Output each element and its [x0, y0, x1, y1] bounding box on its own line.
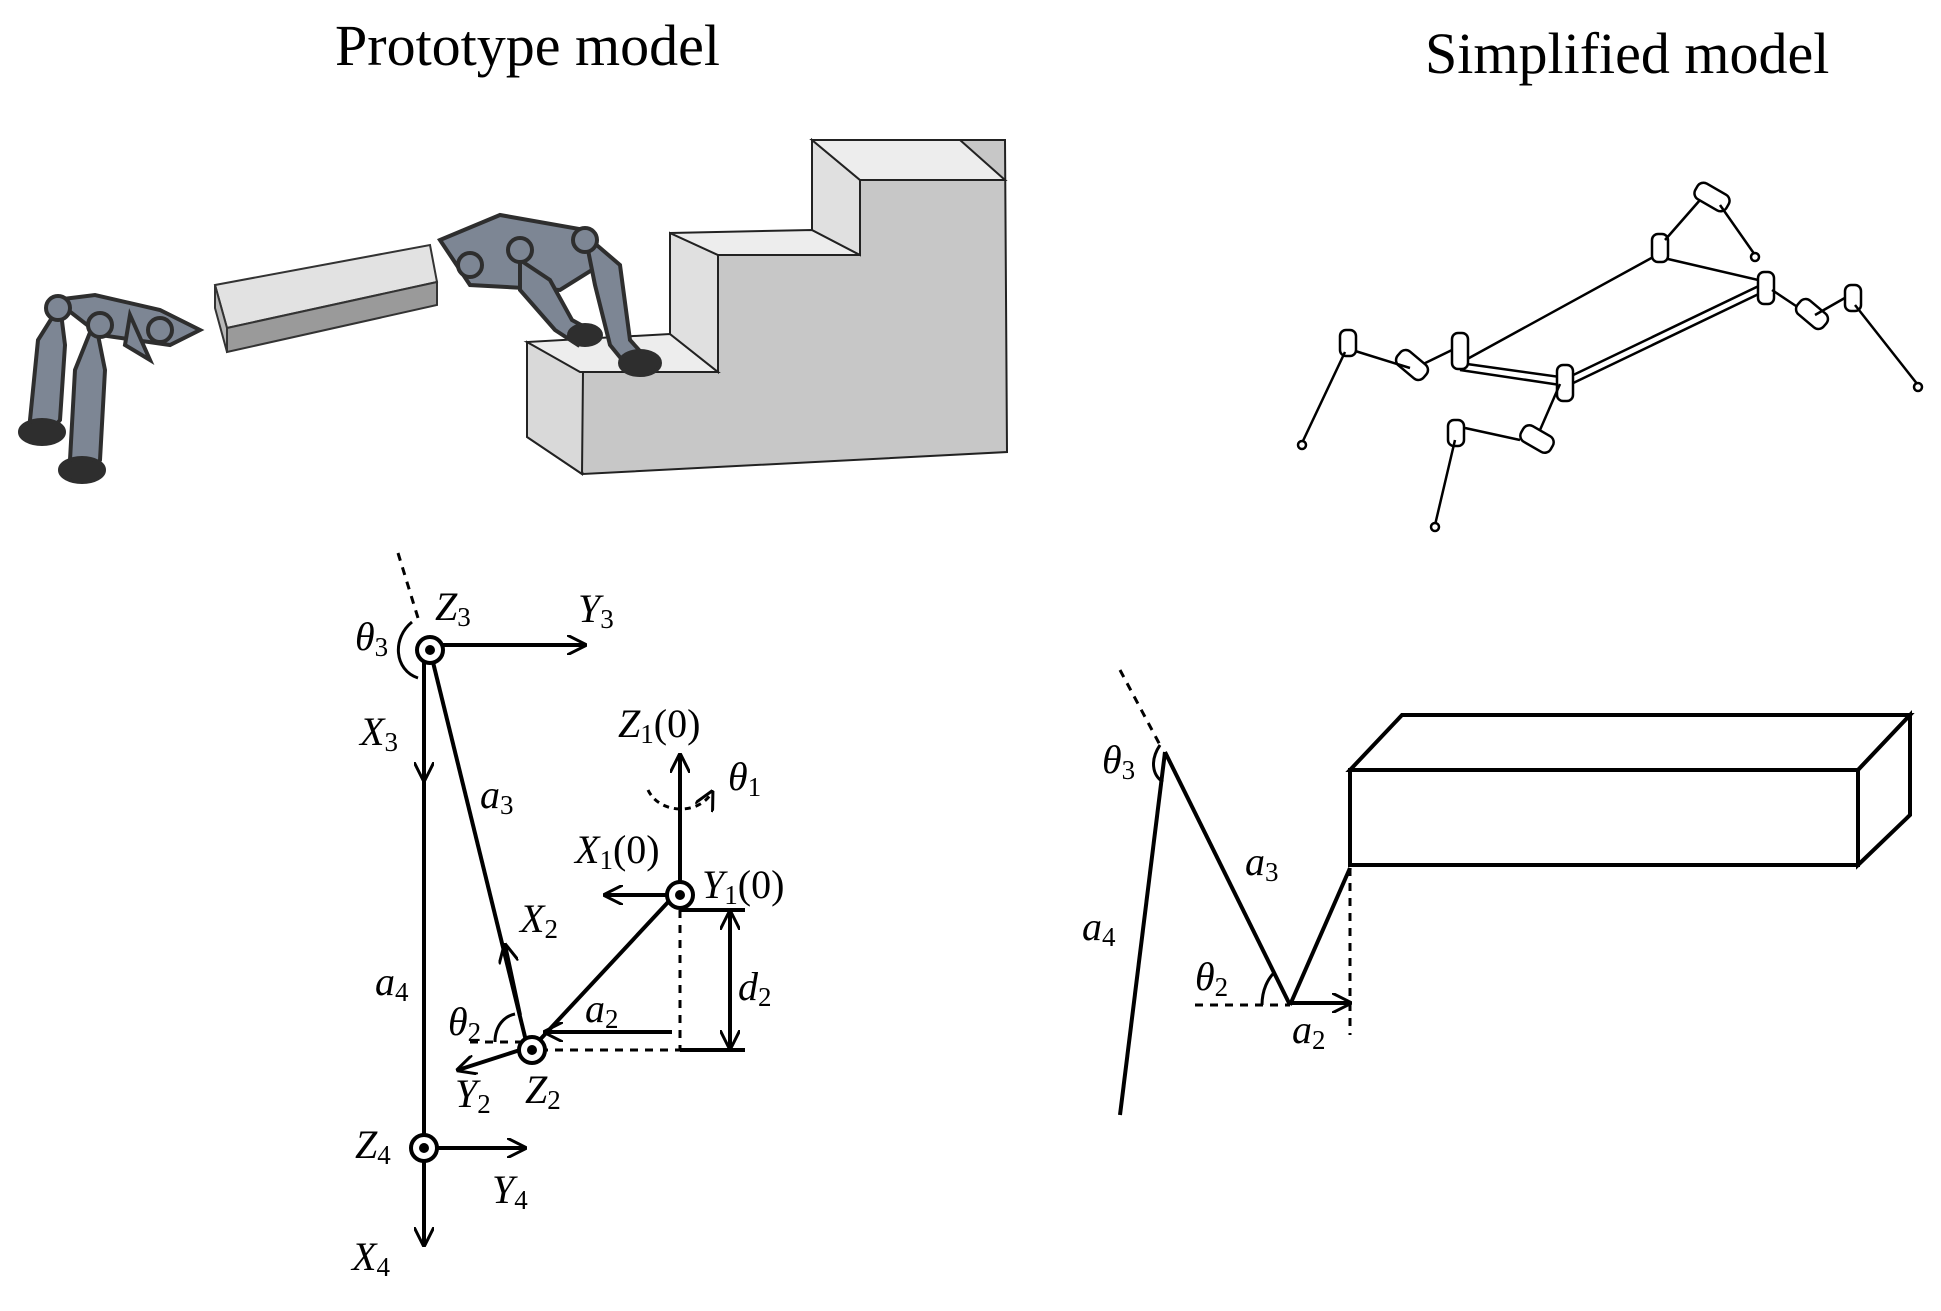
label-x4: X4 — [350, 1234, 390, 1282]
simplified-leg-front-right — [1771, 283, 1924, 393]
label-y3: Y3 — [578, 586, 614, 634]
label-y4: Y4 — [492, 1167, 528, 1215]
kinematic-labels: Z3 Y3 θ3 X3 a3 Z1(0) θ1 X1(0) Y1(0) X2 a… — [350, 584, 784, 1282]
simplified-leg-front-left — [1664, 181, 1761, 263]
simplified-label-theta2: θ2 — [1195, 954, 1228, 1002]
rear-leg-group — [18, 292, 205, 484]
label-a4: a4 — [375, 959, 409, 1007]
simplified-link-a4 — [1118, 751, 1167, 1116]
prototype-model-title: Prototype model — [335, 13, 721, 78]
label-y1: Y1(0) — [702, 862, 784, 910]
simplified-label-a3: a3 — [1245, 839, 1279, 887]
label-x1: X1(0) — [573, 827, 660, 875]
label-d2: d2 — [738, 964, 772, 1012]
block-top-face — [1345, 713, 1915, 772]
label-a3: a3 — [480, 772, 514, 820]
label-a2: a2 — [585, 986, 619, 1034]
label-x3: X3 — [358, 709, 398, 757]
simplified-label-a2: a2 — [1292, 1007, 1326, 1055]
link-d2-diagonal — [533, 898, 672, 1047]
theta2-arc — [493, 1012, 516, 1043]
label-theta2: θ2 — [448, 999, 481, 1047]
stair-top-face — [809, 139, 1008, 181]
front-leg-group — [436, 212, 662, 377]
simplified-robot — [1296, 181, 1924, 533]
label-theta3: θ3 — [355, 614, 388, 662]
simplified-label-a4: a4 — [1082, 904, 1116, 952]
label-z1: Z1(0) — [618, 701, 700, 749]
simplified-diagram — [1118, 669, 1915, 1116]
y2-axis — [458, 1048, 521, 1070]
simplified-leg-rear-right — [1429, 383, 1562, 533]
robot-body-underside — [226, 280, 438, 354]
simplified-labels: θ3 a3 a4 θ2 a2 — [1082, 737, 1326, 1055]
simplified-theta2-arc — [1260, 970, 1277, 1006]
simplified-body-top — [1456, 254, 1771, 380]
kinematic-diagram — [396, 552, 745, 1245]
simplified-model-title: Simplified model — [1425, 21, 1830, 86]
simplified-label-theta3: θ3 — [1102, 737, 1135, 785]
frame-origin-z4 — [409, 1133, 439, 1163]
theta3-arc — [397, 620, 419, 680]
theta3-dashed-reference — [396, 552, 420, 619]
label-z3: Z3 — [435, 584, 471, 632]
label-z2: Z2 — [525, 1067, 561, 1115]
simplified-leg-rear-left — [1296, 328, 1453, 451]
label-z4: Z4 — [355, 1122, 391, 1170]
simplified-dashed-extension — [1118, 669, 1162, 746]
theta1-arc — [646, 790, 712, 809]
label-x2: X2 — [518, 896, 558, 944]
x2-axis — [505, 945, 522, 1016]
simplified-link-a3 — [1163, 751, 1292, 1006]
frame-origin-y1 — [665, 880, 695, 910]
frame-origin-z3 — [415, 635, 445, 665]
block-front-face — [1348, 768, 1860, 867]
simplified-link-a2 — [1288, 867, 1352, 1006]
label-y2: Y2 — [455, 1071, 491, 1119]
frame-origin-z2 — [517, 1035, 547, 1065]
label-theta1: θ1 — [728, 754, 761, 802]
prototype-robot — [18, 212, 662, 484]
